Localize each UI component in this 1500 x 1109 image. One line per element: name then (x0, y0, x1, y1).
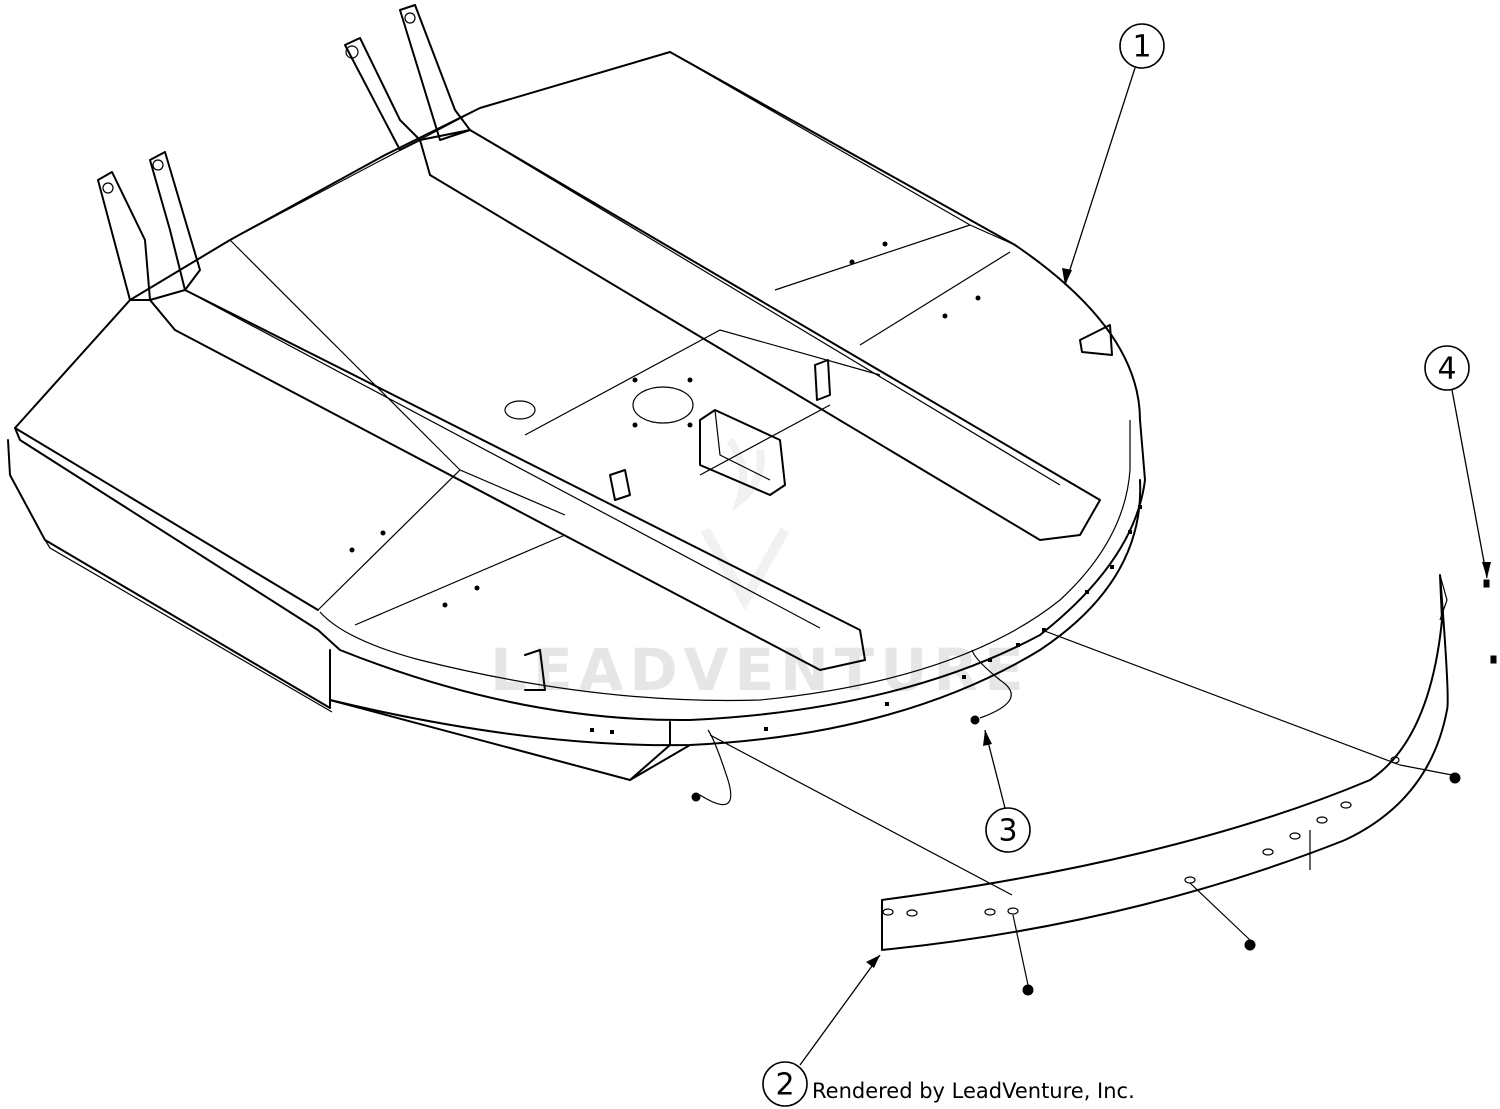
leadventure-logo-icon (700, 437, 790, 611)
deck-skirt (881, 574, 1449, 951)
mower-deck (7, 4, 1146, 781)
callout-4-label: 4 (1437, 352, 1456, 387)
callout-2-label: 2 (775, 1068, 794, 1103)
hardware (691, 579, 1497, 996)
watermark-text: LEADVENTURE (490, 636, 1030, 704)
callout-1: 1 (1062, 23, 1165, 286)
callout-2: 2 (762, 954, 881, 1107)
credit-text: Rendered by LeadVenture, Inc. (812, 1079, 1135, 1103)
callout-3-label: 3 (998, 814, 1017, 849)
callout-1-label: 1 (1132, 30, 1151, 65)
deck-holes (349, 241, 1142, 734)
watermark: LEADVENTURE (490, 437, 1030, 704)
callout-4: 4 (1424, 345, 1491, 579)
callout-3: 3 (983, 729, 1031, 853)
